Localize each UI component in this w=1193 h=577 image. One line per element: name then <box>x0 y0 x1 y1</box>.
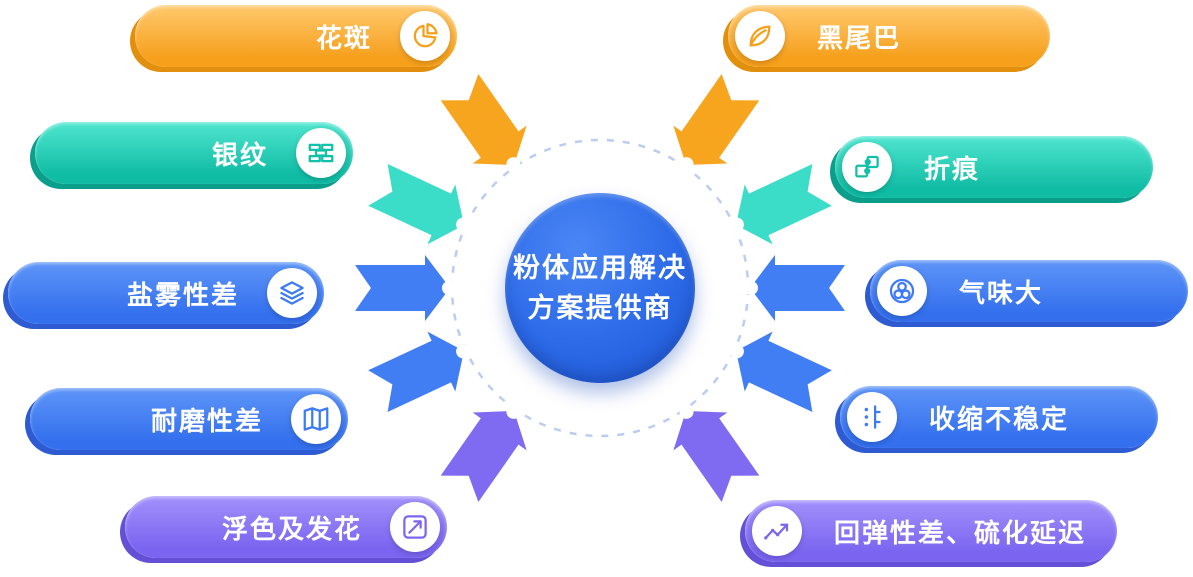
aroma-icon <box>877 266 927 316</box>
arrow-dot <box>506 404 521 419</box>
node-label: 浮色及发花 <box>221 513 362 544</box>
line-chart-icon-svg <box>764 523 789 540</box>
arrow-shape <box>736 164 832 245</box>
arrow-dot <box>729 217 744 232</box>
arrow-huitan <box>673 404 760 503</box>
arrow-shape <box>368 164 464 245</box>
center-title-line2: 方案提供商 <box>527 293 673 323</box>
node-label: 花斑 <box>315 22 372 53</box>
node-pill-zhehen: 折痕 <box>835 136 1153 198</box>
node-pill-naimo: 耐磨性差 <box>30 388 348 450</box>
center-node: 粉体应用解决 方案提供商 <box>505 193 695 383</box>
node-pill-huitan: 回弹性差、硫化延迟 <box>745 500 1117 562</box>
node-label: 盐雾性差 <box>126 279 239 310</box>
arrow-shousuo <box>729 331 832 412</box>
arrow-shape <box>750 255 845 321</box>
node-pill-qiwei: 气味大 <box>870 260 1188 322</box>
bricks-icon-svg <box>308 143 334 163</box>
node-label: 银纹 <box>211 139 268 170</box>
arrow-yinwen <box>368 164 471 245</box>
node-label: 气味大 <box>959 277 1044 308</box>
map-icon <box>291 394 341 444</box>
node-pill-shousuo: 收缩不稳定 <box>840 386 1158 448</box>
arrow-shape <box>355 255 450 321</box>
trend-arrow-icon-svg <box>403 515 427 539</box>
bricks-icon <box>296 128 346 178</box>
node-pill-heiweiba: 黑尾巴 <box>728 5 1050 67</box>
node-label: 折痕 <box>924 153 981 184</box>
node-label: 收缩不稳定 <box>929 403 1070 434</box>
puzzle-icon <box>842 142 892 192</box>
arrow-dot <box>456 217 471 232</box>
arrow-shape <box>440 411 527 503</box>
arrow-dot <box>744 281 758 295</box>
arrow-shape <box>673 73 760 165</box>
arrow-yanwu <box>355 255 456 321</box>
shrink-icon-svg <box>864 405 881 429</box>
arrow-shape <box>368 331 464 412</box>
trend-arrow-icon <box>390 502 440 552</box>
layers-icon <box>267 268 317 318</box>
node-label: 耐磨性差 <box>150 405 263 436</box>
arrow-huaban <box>440 73 527 172</box>
arrow-zhehen <box>729 164 832 245</box>
arrow-dot <box>679 404 694 419</box>
pie-chart-icon-svg <box>413 23 438 48</box>
aroma-icon-svg <box>889 278 915 304</box>
shrink-icon <box>847 392 897 442</box>
layers-icon-svg <box>280 281 304 305</box>
node-pill-yanwu: 盐雾性差 <box>8 262 324 324</box>
node-pill-huaban: 花斑 <box>135 5 457 67</box>
arrow-naimo <box>368 331 471 412</box>
leaf-icon-svg <box>749 25 771 47</box>
arrow-fuse <box>440 404 527 503</box>
arrow-shape <box>736 331 832 412</box>
puzzle-icon-svg <box>855 155 879 178</box>
arrow-dot <box>679 157 694 172</box>
arrow-dot <box>442 281 456 295</box>
arrow-dot <box>506 157 521 172</box>
node-pill-fuse: 浮色及发花 <box>125 496 447 558</box>
arrow-heiweiba <box>673 73 760 172</box>
arrow-shape <box>673 411 760 503</box>
map-icon-svg <box>303 407 329 431</box>
line-chart-icon <box>752 506 802 556</box>
leaf-icon <box>735 11 785 61</box>
node-pill-yinwen: 银纹 <box>35 122 353 184</box>
node-label: 回弹性差、硫化延迟 <box>834 517 1087 548</box>
arrow-dot <box>456 344 471 359</box>
pie-chart-icon <box>400 11 450 61</box>
arrow-qiwei <box>744 255 845 321</box>
center-title-line1: 粉体应用解决 <box>513 252 687 283</box>
arrow-dot <box>729 344 744 359</box>
node-label: 黑尾巴 <box>817 22 902 53</box>
arrow-shape <box>440 73 527 165</box>
